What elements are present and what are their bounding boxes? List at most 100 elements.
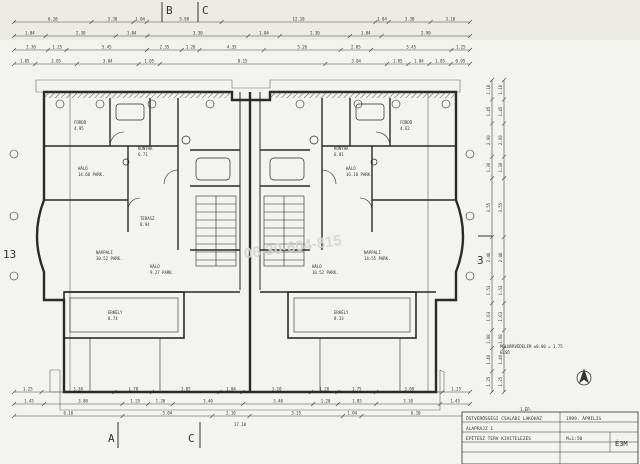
dimension-value: 1.04: [347, 411, 357, 416]
dimension-value: 1.04: [361, 31, 371, 36]
dimension-tick: [489, 121, 495, 126]
dimension-value: 3.10: [272, 387, 282, 392]
dimension-value: 1.04: [25, 31, 35, 36]
dimension-value: 1.25: [498, 376, 503, 386]
dimension-value: 1.05: [393, 59, 403, 64]
dimension-tick: [89, 19, 94, 25]
hatched-wall: [44, 92, 232, 98]
dimension-labels: 6.10 3.30 1.04 5.90 12.10 1.04 3.30 3.10 1.04 2.3…: [20, 17, 503, 428]
staircase-left: [195, 195, 237, 267]
dimension-tick: [261, 47, 267, 53]
balcony-rail-right: [293, 297, 411, 333]
dimension-tick: [489, 345, 495, 351]
dimension-tick: [120, 401, 125, 407]
dimension-value: 2.05: [51, 59, 61, 64]
dimension-value: 3.04: [103, 59, 113, 64]
dimension-tick: [323, 61, 328, 67]
dimension-value: 6.10: [411, 411, 421, 416]
dimension-value: 8.15: [238, 59, 248, 64]
dimension-value: 1.25: [456, 45, 466, 50]
dimension-value: 3.00: [404, 387, 414, 392]
dimension-value: 1.70: [128, 387, 138, 392]
section-mark-a: A: [108, 432, 115, 445]
dimension-value: 1.08: [486, 334, 491, 344]
dimension-value: 5.90: [179, 17, 189, 22]
room-name: HÁLÓ: [78, 166, 88, 171]
room-area: 14.60 PARK.: [78, 172, 105, 177]
room-name: NAPPALI: [96, 250, 113, 255]
dimension-tick: [427, 61, 432, 67]
dimension-value: 3.40: [203, 399, 213, 404]
dimension-value: 3.30: [108, 17, 118, 22]
dimension-tick: [501, 97, 507, 102]
dimension-value: 3.40: [273, 399, 283, 404]
dimension-value: 1.63: [486, 311, 491, 321]
dimension-value: 1.40: [486, 354, 491, 364]
dimension-value: 3.55: [486, 202, 491, 212]
dimension-value: 1.25: [451, 387, 461, 392]
dimension-tick: [501, 300, 507, 306]
dimension-tick: [209, 413, 215, 419]
dimension-value: 1.40: [498, 354, 503, 364]
room-area: 9.27 PARK.: [150, 270, 174, 275]
bath-fixtures: [115, 103, 385, 181]
title-phase: ÉPÍTÉSZ TERV KIVITELEZÉS: [466, 434, 531, 442]
dimension-value: 3.55: [498, 202, 503, 212]
dimension-value: 1.25: [130, 399, 140, 404]
dimension-tick: [310, 401, 316, 407]
dimension-tick: [157, 61, 163, 67]
dimension-value: 2.90: [421, 31, 431, 36]
dimension-value: 1.20: [319, 387, 329, 392]
room-area: 8.94: [140, 222, 150, 227]
level-note: ELSŐ: [500, 350, 510, 355]
room-area: 6.81: [334, 152, 344, 157]
dimension-value: 1.20: [156, 399, 166, 404]
title-project: ÖSTVÉRÖSSÉGI CSALÁDI LAKÓHÁZ: [466, 414, 542, 422]
dimension-tick: [144, 19, 149, 25]
dimension-tick: [449, 47, 454, 53]
dimension-value: 2.46: [498, 252, 503, 262]
section-mark-b: B: [166, 4, 173, 17]
dimension-tick: [489, 300, 495, 306]
dimension-tick: [340, 413, 346, 419]
dimension-total: 17.10: [234, 422, 247, 427]
section-mark-c-top: C: [202, 4, 209, 17]
dimension-value: 3.30: [193, 31, 203, 36]
dimension-tick: [11, 19, 17, 25]
dimension-value: 12.10: [293, 17, 306, 22]
dimension-value: 2.30: [76, 31, 86, 36]
dimension-tick: [501, 389, 507, 395]
room-name: FÜRDŐ: [400, 120, 413, 125]
dimension-value: 1.85: [352, 399, 362, 404]
room-area: 4.95: [74, 126, 84, 131]
dimension-tick: [113, 33, 119, 39]
dimension-tick: [120, 413, 125, 419]
hatched-wall: [270, 92, 456, 98]
dimension-tick: [467, 401, 473, 407]
dimension-tick: [43, 33, 48, 39]
room-name: HÁLÓ: [346, 166, 356, 171]
room-area: 10.52 PARK.: [312, 270, 339, 275]
dimension-value: 1.20: [321, 399, 331, 404]
dimension-value: 2.05: [351, 45, 361, 50]
room-name: KONYHA: [334, 146, 349, 151]
dimension-tick: [144, 47, 150, 53]
room-name: ERKÉLY: [334, 310, 349, 315]
dimension-value: 3.30: [73, 387, 83, 392]
dimension-tick: [347, 33, 353, 39]
dimension-value: 3.05: [181, 387, 191, 392]
dimension-value: 1.04: [377, 17, 387, 22]
dimension-tick: [501, 369, 507, 374]
dimension-value: 1.45: [486, 106, 491, 116]
dimension-value: 1.45: [24, 399, 34, 404]
dimension-tick: [131, 19, 136, 25]
dimension-value: 1.25: [52, 45, 62, 50]
dimension-value: 5.20: [297, 45, 307, 50]
dimension-tick: [240, 401, 246, 407]
dimension-value: 1.04: [135, 17, 145, 22]
dimension-tick: [277, 33, 283, 39]
dimension-value: 1.05: [435, 59, 445, 64]
room-name: NAPPALI: [364, 250, 381, 255]
dimension-value: 1.18: [498, 84, 503, 94]
